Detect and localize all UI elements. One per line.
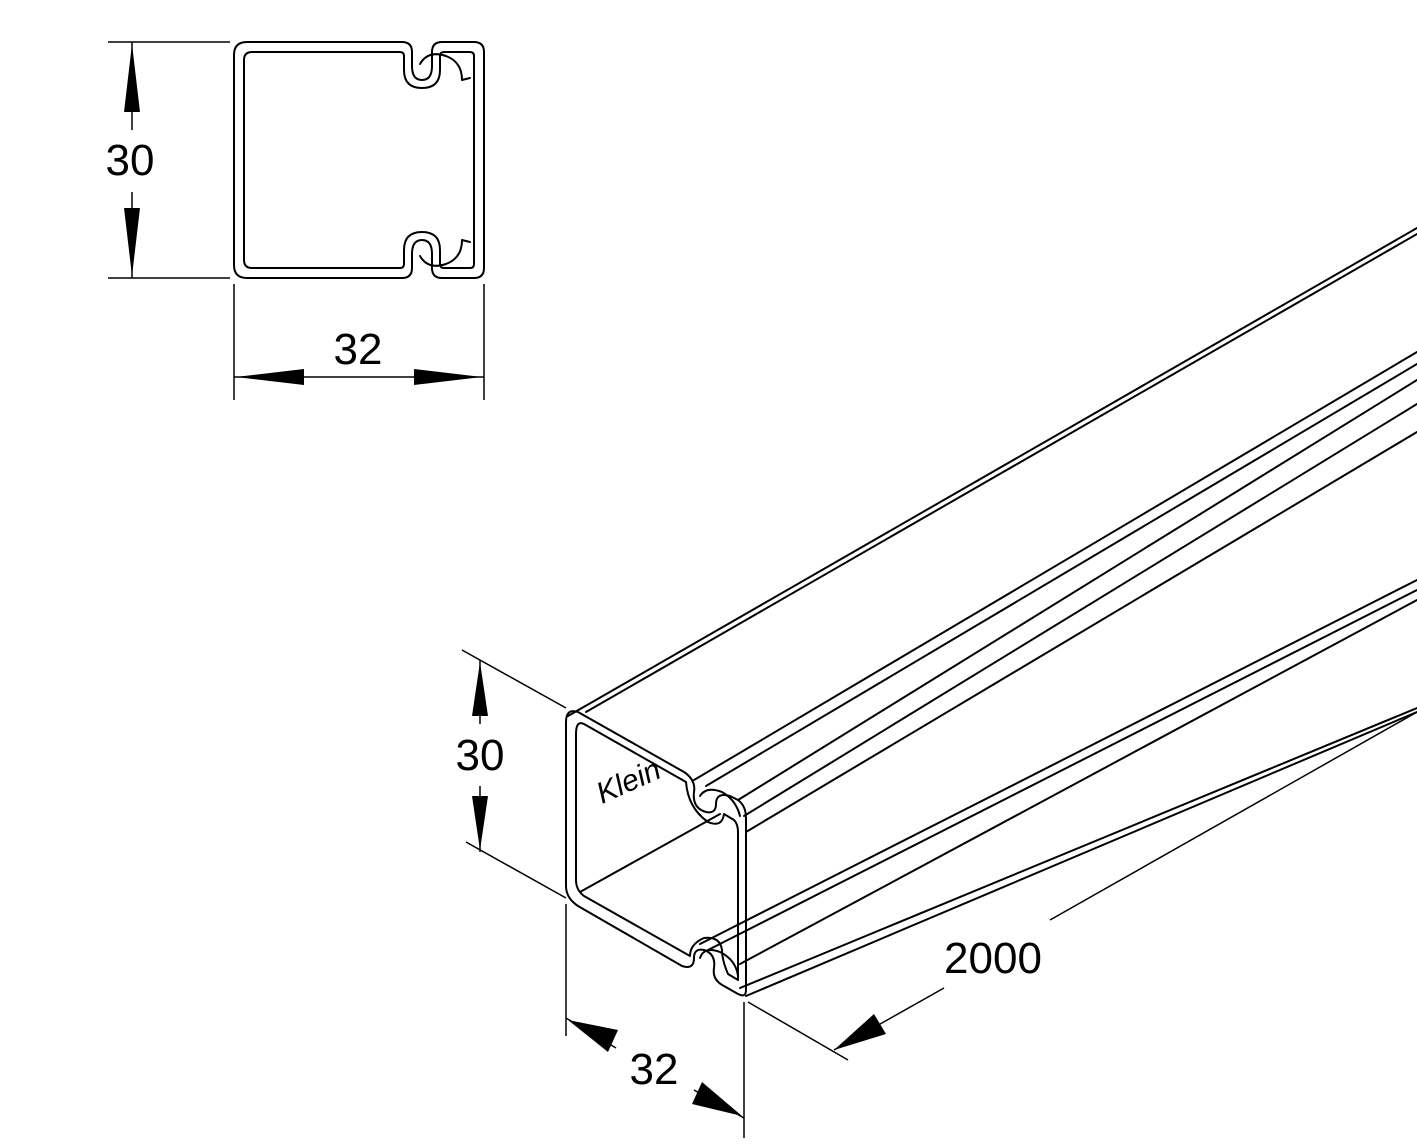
iso-edge-lower-3 — [739, 599, 1417, 965]
section-width-arrow-right — [414, 369, 482, 385]
iso-height-arrow-top — [472, 662, 488, 716]
iso-edge-top-left-inner — [585, 233, 1417, 713]
section-width-label: 32 — [334, 325, 383, 374]
iso-height-ext-top — [461, 649, 567, 709]
iso-view: Klein 30 32 2000 — [456, 227, 1417, 1138]
iso-height-ext-bottom — [465, 841, 567, 899]
section-height-arrow-bottom — [124, 208, 140, 276]
section-top-clip — [419, 53, 471, 81]
section-outer-profile — [233, 41, 485, 279]
iso-width-arrow-right — [692, 1082, 742, 1116]
section-view: 30 32 — [106, 41, 485, 400]
iso-edge-lower-2 — [707, 589, 1417, 951]
iso-edge-bottom-inner — [739, 707, 1417, 989]
section-inner-profile — [243, 51, 475, 269]
iso-top-clip — [699, 788, 741, 817]
iso-front-outer-profile — [565, 710, 747, 997]
iso-length-dim-line-b — [1049, 711, 1417, 921]
section-bottom-clip — [419, 239, 471, 267]
iso-length-arrow-near — [834, 1014, 886, 1050]
iso-edge-bottom — [745, 711, 1417, 997]
section-width-arrow-left — [236, 369, 304, 385]
iso-edge-rail-5 — [745, 431, 1417, 833]
iso-logo-text: Klein — [591, 753, 665, 810]
section-height-arrow-top — [124, 44, 140, 112]
iso-edge-rail-2 — [705, 363, 1417, 787]
section-height-label: 30 — [106, 136, 155, 185]
iso-bottom-clip — [699, 949, 739, 977]
iso-inner-floor-edge — [579, 813, 721, 893]
iso-front-inner-profile — [575, 722, 739, 981]
iso-width-label: 32 — [630, 1045, 679, 1094]
iso-edge-top-left — [567, 227, 1417, 717]
iso-width-arrow-left — [568, 1020, 618, 1052]
iso-height-label: 30 — [456, 731, 505, 780]
iso-edge-lower-1 — [699, 579, 1417, 945]
iso-height-arrow-bottom — [472, 796, 488, 850]
iso-length-label: 2000 — [944, 934, 1042, 983]
iso-length-ext-near — [747, 1001, 849, 1061]
iso-edge-rail-4 — [743, 403, 1417, 817]
iso-edge-rail-1 — [693, 351, 1417, 781]
iso-edge-rail-3 — [737, 379, 1417, 801]
